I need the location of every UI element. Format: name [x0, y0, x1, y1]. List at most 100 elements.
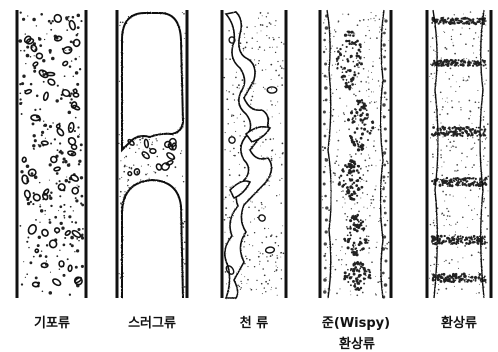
wisp-droplet [344, 239, 346, 241]
stipple-dot [33, 256, 35, 258]
disturbance-wave-dot [479, 185, 481, 187]
stipple-dot [76, 83, 79, 86]
wisp-droplet [352, 35, 353, 36]
stipple-dot [345, 51, 347, 53]
stipple-dot [486, 228, 488, 230]
stipple-dot [433, 167, 434, 168]
stipple-dot [444, 201, 445, 202]
disturbance-wave-dot [459, 179, 461, 181]
stipple-dot [231, 135, 232, 136]
stipple-dot [281, 269, 282, 270]
stipple-dot [259, 46, 261, 48]
stipple-dot [383, 116, 386, 119]
liquid-film-left [433, 10, 438, 298]
disturbance-wave-dot [458, 180, 459, 181]
disturbance-wave-dot [442, 182, 444, 184]
wisp-droplet [356, 169, 359, 172]
stipple-dot [246, 42, 248, 44]
wisp-droplet [352, 244, 354, 246]
stipple-dot [369, 102, 371, 104]
gas-bubble [32, 193, 41, 202]
stipple-dot [225, 232, 226, 233]
stipple-dot [276, 236, 278, 238]
stipple-dot [446, 208, 447, 209]
gas-bubble [56, 127, 65, 136]
stipple-dot [234, 99, 235, 100]
stipple-dot [125, 156, 127, 158]
stipple-dot [438, 289, 440, 291]
stipple-dot [371, 91, 372, 92]
disturbance-wave-dot [459, 275, 461, 277]
stipple-dot [324, 135, 327, 138]
stipple-dot [382, 176, 385, 179]
disturbance-wave-dot [434, 134, 437, 137]
stipple-dot [21, 283, 23, 285]
stipple-dot [348, 128, 350, 130]
wisp-droplet [360, 250, 362, 252]
stipple-dot [345, 253, 346, 254]
disturbance-wave-dot [440, 280, 443, 283]
stipple-dot [239, 286, 240, 287]
wisp-droplet [342, 44, 343, 45]
stipple-dot [63, 244, 66, 247]
stipple-dot [447, 113, 449, 115]
disturbance-wave-dot [485, 64, 487, 66]
stipple-dot [387, 161, 388, 162]
gas-bubble [36, 53, 43, 59]
stipple-dot [369, 157, 370, 158]
stipple-dot [129, 148, 130, 149]
stipple-dot [264, 49, 265, 50]
gas-bubble [73, 39, 81, 47]
disturbance-wave-dot [431, 239, 434, 242]
wisp-droplet [362, 132, 364, 134]
disturbance-wave-dot [465, 242, 468, 245]
stipple-dot [278, 37, 279, 38]
stipple-dot [56, 183, 58, 185]
stipple-dot [32, 203, 34, 205]
stipple-dot [372, 195, 374, 197]
stipple-dot [42, 59, 45, 62]
wisp-droplet [358, 263, 360, 265]
stipple-dot [76, 249, 79, 252]
wisp-droplet [366, 235, 367, 236]
stipple-dot [262, 268, 264, 270]
stipple-dot [465, 80, 466, 81]
stipple-dot [127, 181, 128, 182]
stipple-dot [184, 286, 186, 288]
stipple-dot [436, 116, 437, 117]
wisp-droplet [354, 248, 356, 250]
stipple-dot [258, 60, 259, 61]
stipple-dot [249, 259, 251, 261]
wisp-droplet [361, 147, 364, 150]
stipple-dot [236, 72, 237, 73]
wisp-droplet [362, 266, 364, 268]
stipple-dot [31, 172, 34, 175]
stipple-dot [376, 247, 377, 248]
disturbance-wave-dot [467, 135, 469, 137]
wisp-droplet [361, 144, 364, 147]
stipple-dot [271, 88, 272, 89]
wisp-droplet [355, 224, 358, 227]
disturbance-wave-dot [454, 180, 456, 182]
stipple-dot [362, 292, 364, 294]
stipple-dot [468, 76, 470, 78]
disturbance-wave-dot [483, 243, 485, 245]
stipple-dot [49, 197, 52, 200]
stipple-dot [442, 191, 444, 193]
stipple-dot [338, 20, 340, 22]
disturbance-wave-dot [432, 126, 435, 129]
disturbance-wave-dot [452, 22, 454, 24]
stipple-dot [470, 11, 471, 12]
wisp-droplet [351, 248, 354, 251]
stipple-dot [322, 207, 323, 208]
stipple-dot [368, 88, 370, 90]
stipple-dot [344, 213, 346, 215]
disturbance-wave-dot [450, 59, 453, 62]
disturbance-wave-dot [435, 239, 437, 241]
disturbance-wave-dot [441, 179, 444, 182]
stipple-dot [39, 254, 42, 257]
disturbance-wave-dot [465, 177, 467, 179]
stipple-dot [267, 283, 269, 285]
disturbance-wave-dot [477, 131, 479, 133]
stipple-dot [225, 58, 226, 59]
